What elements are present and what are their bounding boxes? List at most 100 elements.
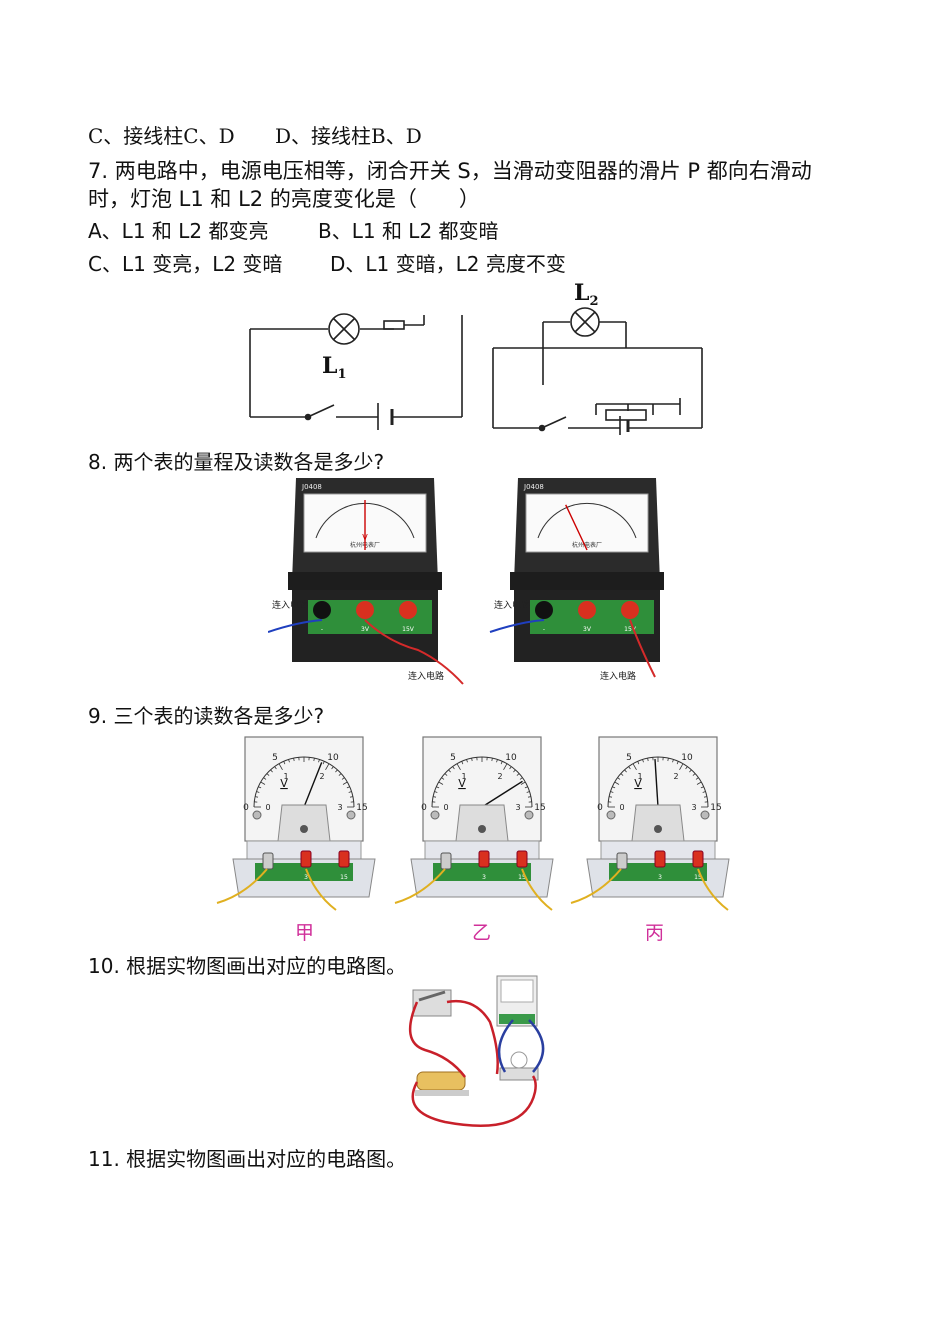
q8-meters-figure: J0408 杭州电表厂 V - 3V 15V 连入电路 连入电路 J0408 杭… [268,472,698,687]
scale-tick [628,766,631,770]
needle [303,762,323,808]
scale-tick [278,763,283,770]
q8-left-term-3v: 3V [361,626,370,633]
scale-outer-label: 0 [243,803,249,813]
scale-inner-label: 0 [619,803,624,812]
scale-tick [441,777,445,780]
scale-outer-label: 15 [534,803,545,813]
scale-inner-label: 2 [319,772,324,781]
scale-tick [270,769,273,773]
q8-meter-right: J0408 杭州电表厂 - 3V 15V 连入电路 连入电路 [489,478,664,682]
q7-option-c: C、L1 变亮，L2 变暗 [88,252,283,276]
scale-tick [288,759,290,763]
scale-tick [700,786,704,789]
scale-tick [260,781,266,785]
scale-tick [491,758,493,762]
q7-stem-line2: 时，灯泡 L1 和 L2 的亮度变化是（ ） [88,187,480,211]
wire [570,868,622,904]
scale-tick [647,758,649,762]
scale-tick [258,786,262,789]
q8-right-brand: J0408 [523,483,544,491]
terminal-label: 15 [518,874,526,881]
scale-tick [448,769,451,773]
scale-tick [695,777,699,780]
q8-right-wire-label: 连入电路 [494,599,530,611]
q7-right-lamp-label: L2 [574,280,599,309]
scale-outer-label: 15 [710,803,721,813]
scale-tick [263,777,267,780]
scale-tick [609,796,613,798]
scale-tick [702,791,706,793]
scale-tick [461,761,464,765]
q8-right-bottom-wire-label: 连入电路 [600,670,636,682]
scale-tick [471,758,473,762]
unit-label: V [280,777,288,790]
scale-tick [331,766,334,770]
scale-tick [456,763,461,770]
q7-option-a: A、L1 和 L2 都变亮 [88,219,269,243]
scale-tick [433,796,437,798]
scale-outer-label: 10 [327,753,339,763]
terminal-label: 15 [694,874,702,881]
scale-tick [519,777,523,780]
scale-tick [444,773,448,776]
scale-tick [274,766,277,770]
scale-inner-label: 1 [637,772,642,781]
scale-tick [642,759,644,763]
q6-option-d: D、接线柱B、D [275,124,422,148]
wire [697,868,729,911]
q8-left-wire-label: 连入电路 [272,599,308,611]
scale-tick [527,796,531,798]
scale-tick [466,759,468,763]
scale-inner-label: 3 [337,803,342,812]
scale-tick [434,791,438,793]
needle [481,780,523,808]
scale-tick [672,759,674,763]
q11-stem: 11. 根据实物图画出对应的电路图。 [88,1147,407,1171]
scale-tick [620,773,624,776]
scale-tick [283,761,286,765]
scale-tick [696,781,702,785]
scale-tick [676,761,679,765]
q10-physical-circuit [405,972,555,1137]
scale-inner-label: 1 [283,772,288,781]
scale-outer-label: 5 [450,753,456,763]
scale-tick [513,769,516,773]
scale-tick [255,796,259,798]
scale-tick [438,781,444,785]
scale-tick [341,777,345,780]
q8-meter-left: J0408 杭州电表厂 V - 3V 15V 连入电路 连入电路 [268,478,464,685]
q8-right-needle [565,504,588,551]
scale-tick [313,758,315,762]
scale-tick [266,773,270,776]
scale-tick [496,759,498,763]
scale-tick [452,766,455,770]
scale-tick [335,769,338,773]
scale-tick [322,761,325,765]
scale-tick [293,758,295,762]
scale-tick [624,769,627,773]
q9-caption-jia: 甲 [295,922,315,944]
wire [394,868,446,904]
scale-tick [500,761,503,765]
scale-tick [667,758,669,762]
q8-bottom-wire-label: 连入电路 [408,670,444,682]
unit-label: V [634,777,642,790]
q8-left-term-15v: 15V [402,626,415,633]
scale-outer-label: 15 [356,803,367,813]
scale-inner-label: 2 [497,772,502,781]
q6-option-c: C、接线柱C、D [88,124,235,148]
q9-stem: 9. 三个表的读数各是多少? [88,704,325,728]
scale-tick [612,786,616,789]
unit-label: V [458,777,466,790]
scale-tick [610,791,614,793]
terminal-label: 15 [340,874,348,881]
scale-tick [338,773,342,776]
q10-stem: 10. 根据实物图画出对应的电路图。 [88,954,407,978]
scale-tick [524,786,528,789]
scale-tick [614,781,620,785]
terminal-label: 3 [482,874,486,881]
scale-tick [503,763,508,770]
q7-circuit-right: L2 [488,280,713,435]
scale-inner-label: 3 [515,803,520,812]
